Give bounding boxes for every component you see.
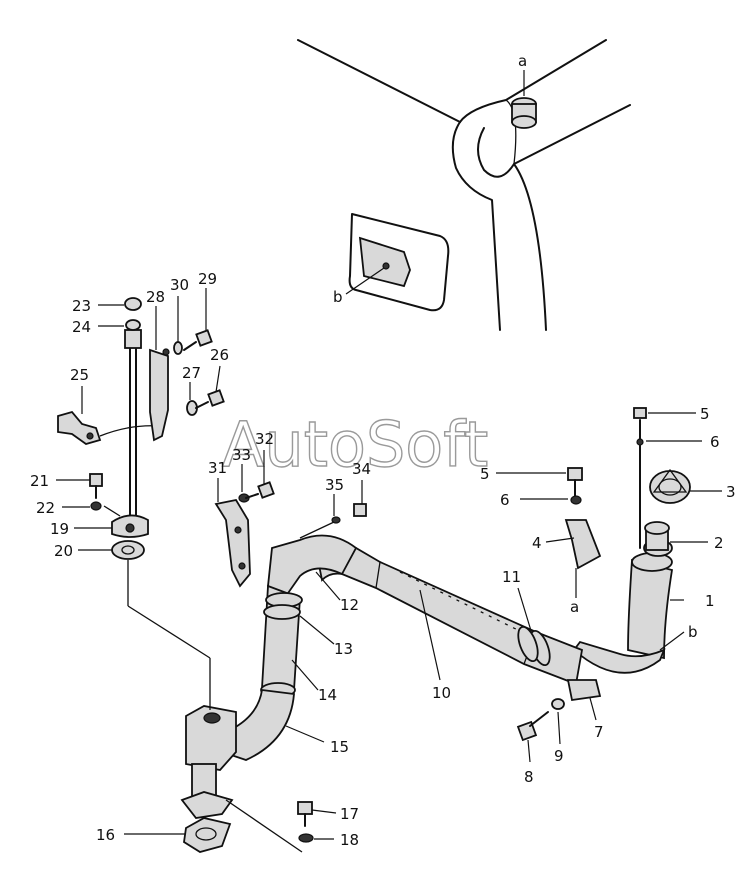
washer-35 [331,516,341,524]
bolt-21 [89,473,103,499]
label-29: 29 [198,270,217,288]
gasket-16 [183,817,232,853]
bolt-8 [516,711,549,742]
label-30: 30 [170,276,189,294]
callout-labels: a b 1 2 3 4 a 5 6 5 6 b 7 8 9 10 11 12 1… [30,52,736,849]
label-2: 2 [714,534,724,552]
pipe-1 [627,521,674,660]
label-26: 26 [210,346,229,364]
bolt-29 [183,329,213,351]
bolt-34 [353,503,367,517]
gasket-20 [111,540,145,560]
label-32: 32 [255,430,274,448]
label-27: 27 [182,364,201,382]
label-9: 9 [554,747,564,765]
label-33: 33 [232,446,251,464]
hose-13-14 [260,584,303,698]
elbow-15 [220,688,295,761]
pipe-12 [267,534,358,598]
label-5-mid: 5 [480,465,490,483]
bracket-4 [564,519,602,598]
label-3: 3 [726,483,736,501]
label-21: 21 [30,472,49,490]
dipstick-rod [124,297,142,521]
label-a-bracket: a [570,598,579,616]
bracket-28 [149,348,170,442]
bolt-17 [297,801,313,827]
washer-6-mid [570,495,582,505]
washer-6-right [636,438,644,446]
label-4: 4 [532,534,542,552]
leader-lines [56,288,722,840]
bolt-5-right [633,407,647,419]
bolt-32 [245,481,275,499]
label-7: 7 [594,723,604,741]
label-5-right: 5 [700,405,710,423]
label-23: 23 [72,297,91,315]
clamp-11 [517,625,551,667]
label-20: 20 [54,542,73,560]
label-11: 11 [502,568,521,586]
cap-3 [649,468,691,504]
label-6-right: 6 [710,433,720,451]
label-1: 1 [705,592,715,610]
label-8: 8 [524,768,534,786]
label-14: 14 [318,686,337,704]
label-12: 12 [340,596,359,614]
label-b-top: b [333,288,343,306]
turbo-fitting [185,705,237,799]
label-16: 16 [96,826,115,844]
bolt-26 [195,389,225,409]
label-6-mid: 6 [500,491,510,509]
clip-25 [57,410,161,445]
label-24: 24 [72,318,91,336]
label-31: 31 [208,459,227,477]
mount-a [511,70,537,129]
flange-upper [180,791,234,819]
label-25: 25 [70,366,89,384]
bracket-31 [214,498,251,588]
label-b-elbow: b [688,623,698,641]
machine-body [297,39,631,331]
side-panel [345,213,450,312]
label-19: 19 [50,520,69,538]
watermark-text: AutoSoft [222,408,488,481]
label-10: 10 [432,684,451,702]
bolt-5-mid [567,467,583,497]
washer-30 [173,341,183,355]
elbow-b [572,640,666,674]
label-a-top: a [518,52,527,70]
label-13: 13 [334,640,353,658]
label-34: 34 [352,460,371,478]
label-17: 17 [340,805,359,823]
label-22: 22 [36,499,55,517]
washer-9 [551,698,565,710]
label-28: 28 [146,288,165,306]
washer-22 [90,501,102,511]
label-35: 35 [325,476,344,494]
flange-19 [111,514,149,538]
bracket-7 [566,679,602,702]
label-18: 18 [340,831,359,849]
label-15: 15 [330,738,349,756]
washer-18 [298,833,314,843]
